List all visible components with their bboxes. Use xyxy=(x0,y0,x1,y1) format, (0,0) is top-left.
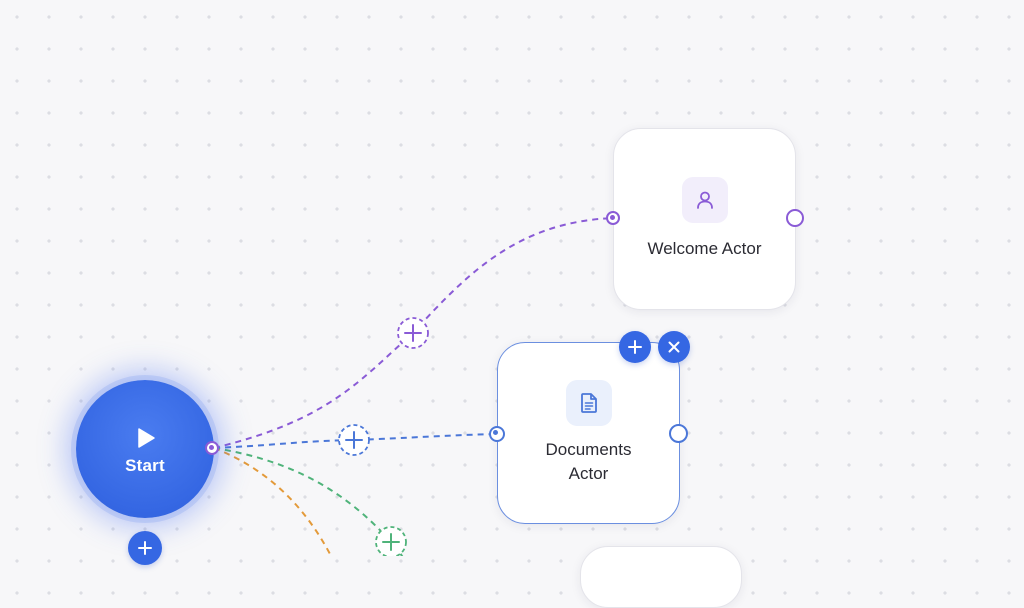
start-node[interactable]: Start xyxy=(76,380,214,518)
edge-start-documents[interactable] xyxy=(213,433,498,449)
play-icon xyxy=(138,428,155,448)
start-node-label: Start xyxy=(125,456,165,475)
edge-layer xyxy=(213,217,614,556)
close-icon xyxy=(668,341,680,353)
plus-icon xyxy=(628,340,642,354)
plus-icon xyxy=(138,541,152,555)
actor-card-welcome[interactable]: Welcome Actor xyxy=(613,128,796,310)
edge-start-green[interactable] xyxy=(213,447,410,556)
user-icon xyxy=(696,191,713,209)
actor-card-partial[interactable] xyxy=(580,546,742,608)
edge-add-button-welcome[interactable] xyxy=(397,317,429,349)
edge-start-orange[interactable] xyxy=(213,447,338,556)
welcome-input-handle[interactable] xyxy=(606,211,620,225)
actor-icon-box xyxy=(681,177,728,223)
actor-icon-box xyxy=(565,380,612,426)
add-connected-node-button[interactable] xyxy=(619,331,651,363)
actor-name: Documents Actor xyxy=(545,440,632,483)
edge-add-button-documents[interactable] xyxy=(338,424,370,456)
edge-add-button-green[interactable] xyxy=(375,526,407,556)
actor-card-documents[interactable]: Documents Actor xyxy=(497,342,680,524)
documents-input-handle[interactable] xyxy=(489,426,505,442)
start-output-handle[interactable] xyxy=(205,441,219,455)
welcome-output-handle[interactable] xyxy=(786,209,804,227)
document-icon xyxy=(580,393,597,413)
add-node-button[interactable] xyxy=(128,531,162,565)
delete-node-button[interactable] xyxy=(658,331,690,363)
documents-output-handle[interactable] xyxy=(669,424,688,443)
actor-name: Welcome Actor xyxy=(647,239,762,258)
